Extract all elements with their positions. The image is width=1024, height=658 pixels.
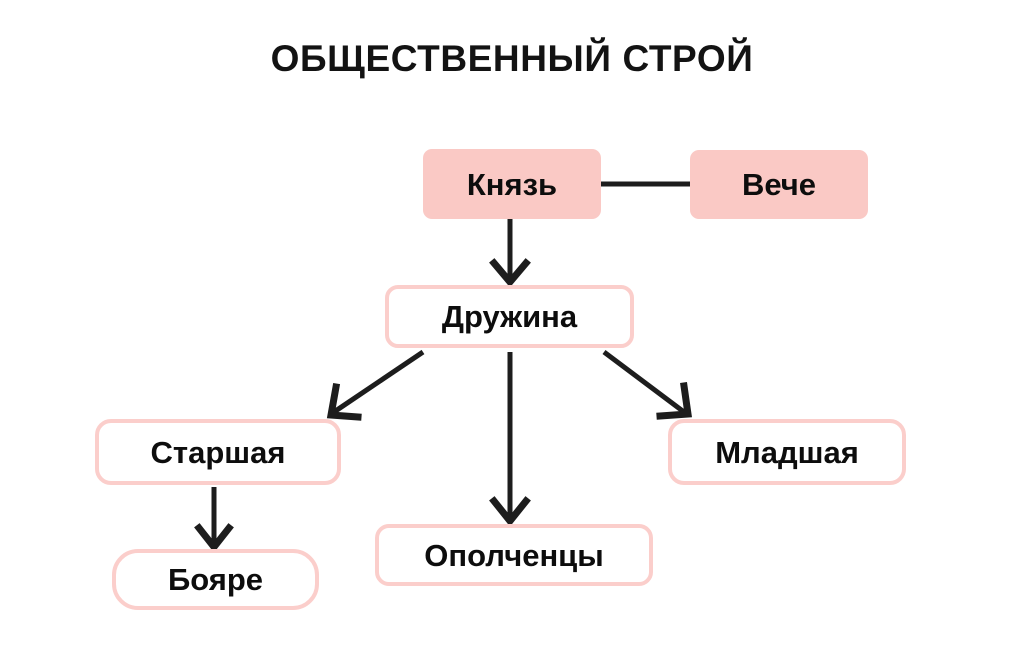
- edge-druzhina-mladshaya: [602, 350, 692, 420]
- node-starshaya[interactable]: Старшая: [95, 419, 341, 485]
- node-veche[interactable]: Вече: [690, 150, 868, 219]
- node-mladshaya[interactable]: Младшая: [668, 419, 906, 485]
- node-druzhina-label: Дружина: [441, 299, 578, 334]
- node-boyare-label: Бояре: [167, 562, 264, 597]
- node-opolchency-label: Ополченцы: [424, 537, 604, 573]
- node-starshaya-label: Старшая: [150, 434, 286, 470]
- edge-starshaya-boyare: [194, 487, 234, 553]
- edge-druzhina-opolchency: [489, 352, 531, 527]
- page-title: ОБЩЕСТВЕННЫЙ СТРОЙ: [270, 38, 754, 79]
- node-veche-label: Вече: [741, 167, 817, 202]
- node-opolchency[interactable]: Ополченцы: [375, 524, 653, 586]
- edge-knyaz-druzhina: [489, 219, 531, 288]
- node-boyare[interactable]: Бояре: [112, 549, 319, 610]
- edge-druzhina-starshaya: [326, 349, 425, 421]
- node-druzhina[interactable]: Дружина: [385, 285, 634, 348]
- node-knyaz[interactable]: Князь: [423, 149, 601, 219]
- node-knyaz-label: Князь: [466, 166, 558, 202]
- node-mladshaya-label: Младшая: [715, 434, 859, 470]
